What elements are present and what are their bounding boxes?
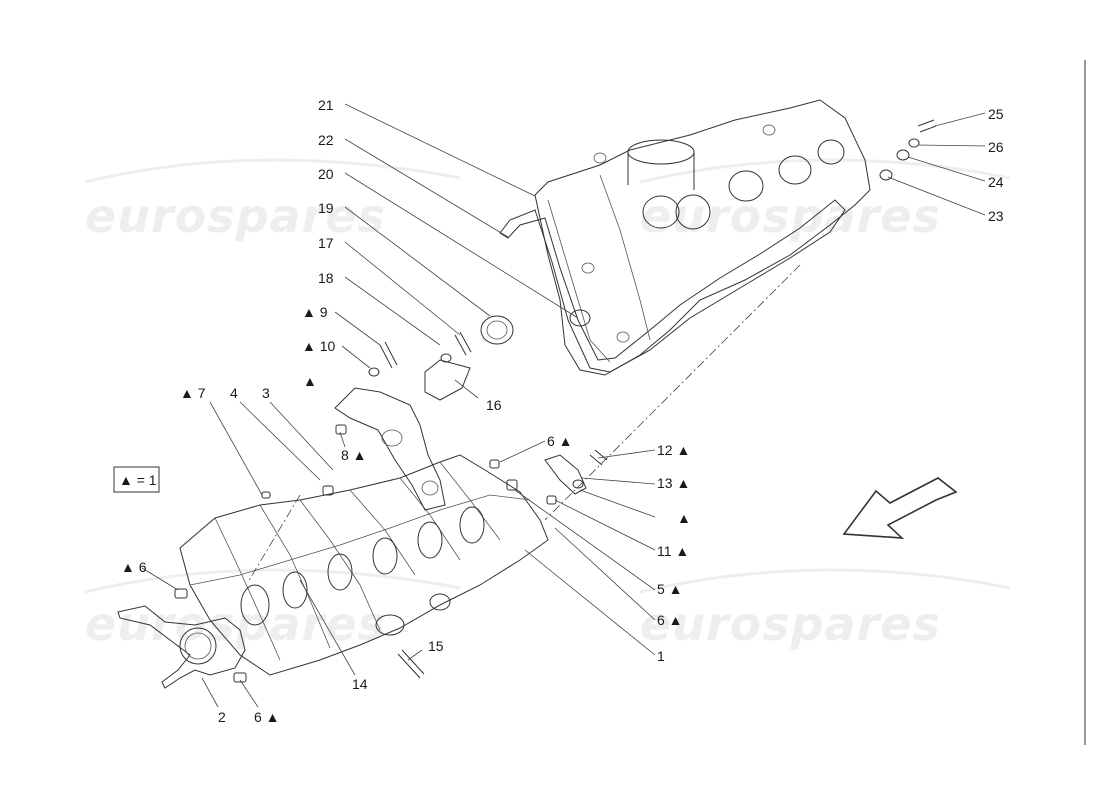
callout-1: 1 [657, 648, 665, 664]
legend: ▲ = 1 [113, 466, 160, 493]
cover-gasket [499, 199, 846, 373]
callout-25: 25 [988, 106, 1004, 122]
callout-20: 20 [318, 166, 334, 182]
direction-arrow-icon [842, 477, 958, 539]
head-gasket [117, 605, 246, 689]
callout-6-top: 6 ▲ [547, 433, 573, 449]
callout-24: 24 [988, 174, 1004, 190]
callout-18: 18 [318, 270, 334, 286]
callout-11: 11 ▲ [657, 543, 689, 559]
callout-2: 2 [218, 709, 226, 725]
callout-8: 8 ▲ [341, 447, 367, 463]
callout-19: 19 [318, 200, 334, 216]
callout-6-left: ▲ 6 [121, 559, 147, 575]
callout-21: 21 [318, 97, 334, 113]
callout-13: 13 ▲ [657, 475, 690, 491]
callout-16: 16 [486, 397, 502, 413]
legend-box [113, 466, 160, 493]
watermark-text: eurospares [640, 597, 941, 651]
callout-26: 26 [988, 139, 1004, 155]
watermark-group: eurospares eurospares eurospares eurospa… [84, 158, 1011, 651]
bearing-cap-upper [334, 387, 446, 511]
callout-labels: 21 22 20 19 17 18 ▲ 9 ▲ 10 ▲ 16 ▲ 7 4 3 … [121, 97, 1004, 725]
callout-6-bottom: 6 ▲ [254, 709, 280, 725]
callout-10: ▲ 10 [302, 338, 336, 354]
callout-6-right: 6 ▲ [657, 612, 683, 628]
callout-5: 5 ▲ [657, 581, 683, 597]
leader-lines [141, 103, 986, 708]
callout-4: 4 [230, 385, 238, 401]
valve-cover [534, 99, 871, 376]
callout-14: 14 [352, 676, 368, 692]
callout-17: 17 [318, 235, 334, 251]
callout-22: 22 [318, 132, 334, 148]
callout-11-marker: ▲ [677, 510, 691, 526]
callout-3: 3 [262, 385, 270, 401]
callout-23: 23 [988, 208, 1004, 224]
callout-12: 12 ▲ [657, 442, 690, 458]
callout-9: ▲ 9 [302, 304, 328, 320]
watermark-text: eurospares [85, 597, 386, 651]
callout-7: ▲ 7 [180, 385, 206, 401]
legend-text: ▲ = 1 [119, 472, 157, 488]
callout-15: 15 [428, 638, 444, 654]
callout-8-marker: ▲ [303, 373, 317, 389]
watermark-text: eurospares [85, 189, 386, 243]
